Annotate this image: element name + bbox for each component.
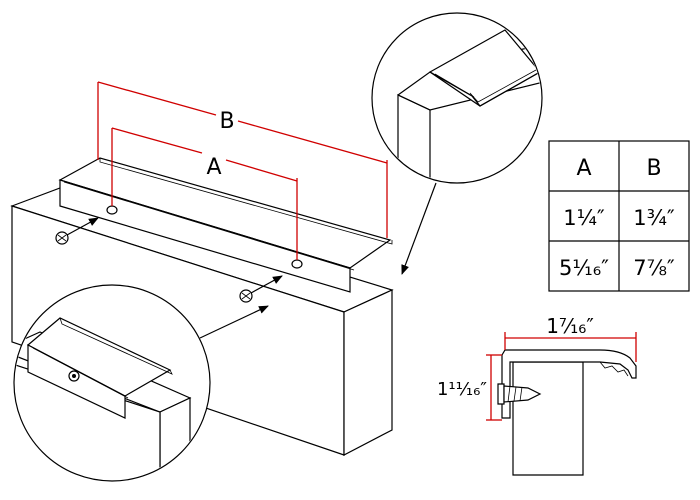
trim-piece [58, 157, 393, 293]
profile-width-label: 1⁷⁄₁₆″ [546, 314, 594, 338]
screw-icon [239, 275, 283, 303]
dimension-a-label: A [206, 155, 221, 180]
table-cell-b1: 1¾″ [633, 206, 675, 230]
screw-hole-left [106, 205, 118, 215]
profile-section: 1⁷⁄₁₆″ 1¹¹⁄₁₆″ [437, 314, 637, 476]
magnifier-circle-bottom [13, 284, 269, 482]
table-header-a: A [576, 156, 591, 181]
table-cell-a1: 1¼″ [563, 206, 605, 230]
board-right-face [343, 289, 393, 456]
table-header-b: B [646, 156, 661, 181]
screw-icon [55, 217, 99, 245]
magnifier-circle-top [371, 12, 543, 275]
dimension-b-label: B [219, 109, 234, 134]
table-cell-a2: 5¹⁄₁₆″ [559, 256, 609, 280]
profile-height-label: 1¹¹⁄₁₆″ [437, 379, 487, 400]
table-cell-b2: 7⅞″ [633, 256, 675, 280]
dimension-b: B [97, 81, 388, 238]
dimension-table: A B 1¼″ 1¾″ 5¹⁄₁₆″ 7⅞″ [548, 140, 690, 292]
dimension-a: A [111, 127, 298, 260]
trim-front-flange [59, 179, 351, 293]
screw-hole-right [291, 259, 303, 269]
